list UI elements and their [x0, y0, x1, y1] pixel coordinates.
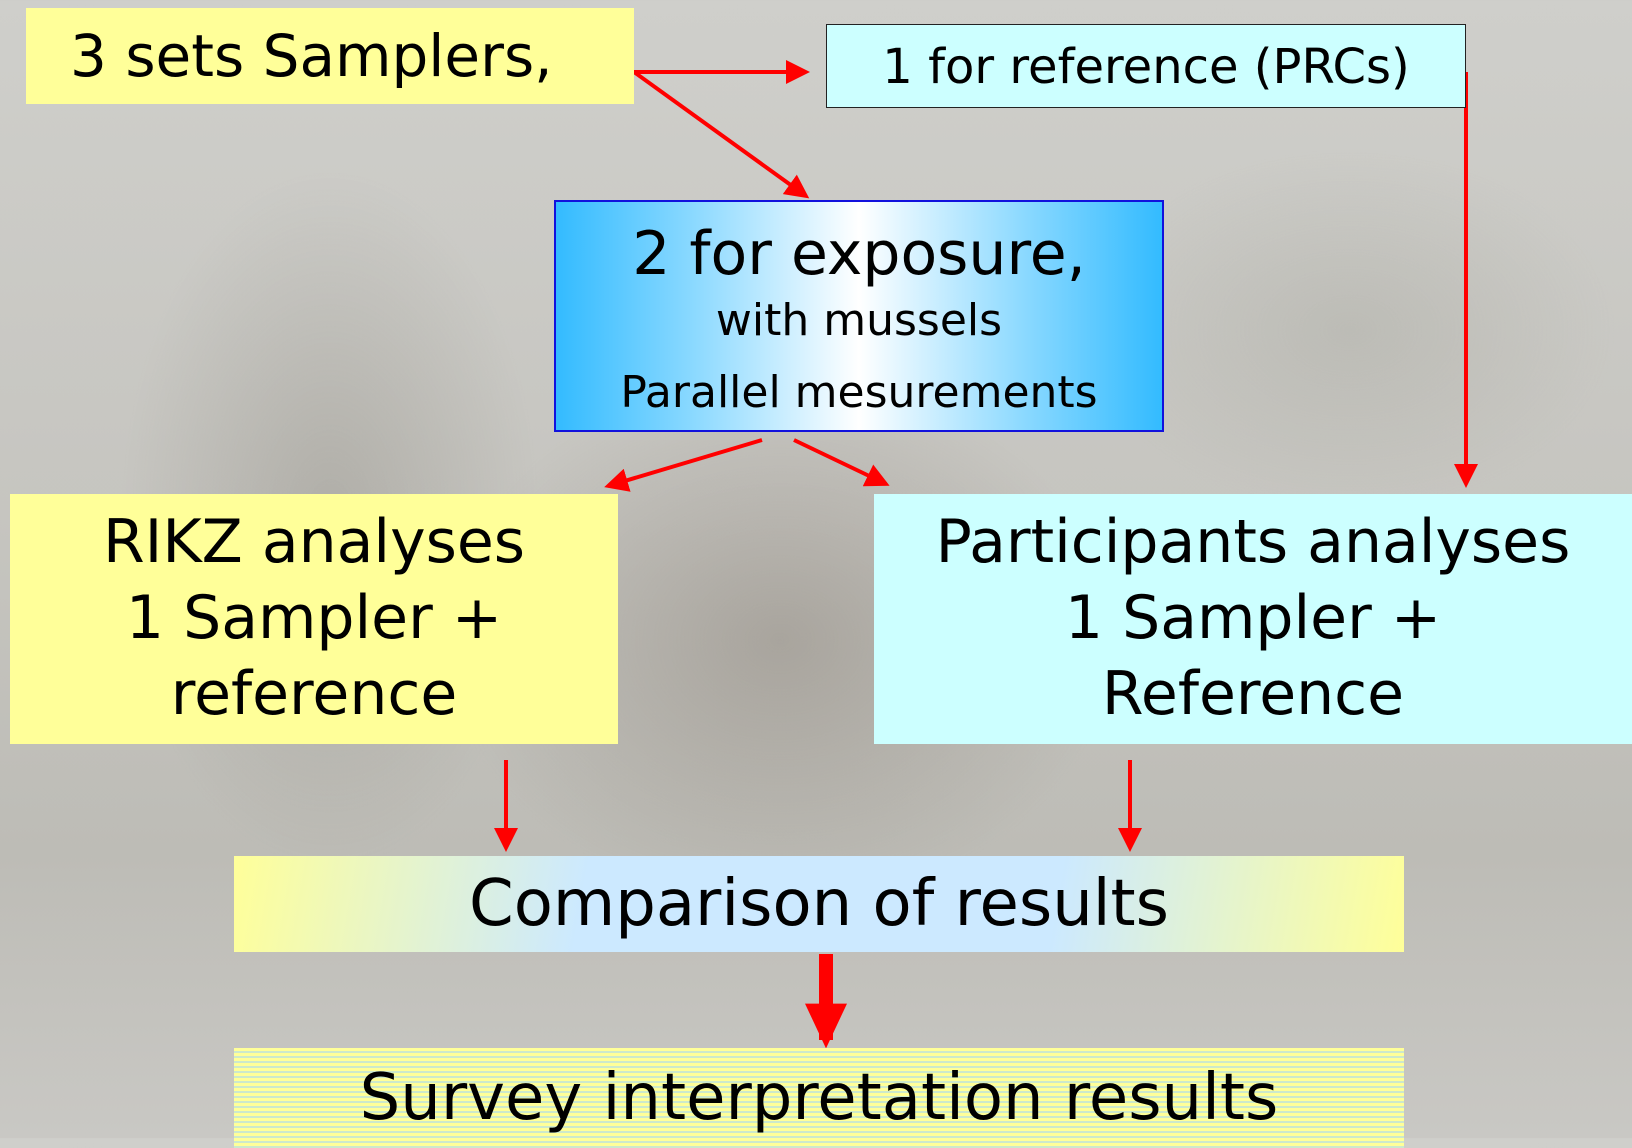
arrow-samplers-to-exposure	[632, 70, 810, 199]
participants-analyses-box: Participants analyses 1 Sampler + Refere…	[874, 494, 1632, 744]
participants-line-sampler: 1 Sampler +	[1064, 583, 1442, 653]
rikz-analyses-box: RIKZ analyses 1 Sampler + reference	[10, 494, 618, 744]
samplers-box: 3 sets Samplers,	[26, 8, 634, 104]
participants-title: Participants analyses	[935, 507, 1571, 577]
rikz-line-reference: reference	[170, 659, 458, 729]
reference-box: 1 for reference (PRCs)	[826, 24, 1466, 108]
arrow-exposure-to-participants	[793, 438, 890, 487]
exposure-note: Parallel mesurements	[620, 367, 1098, 418]
survey-box: Survey interpretation results	[234, 1048, 1404, 1148]
participants-line-reference: Reference	[1101, 659, 1405, 729]
exposure-title: 2 for exposure,	[632, 219, 1086, 289]
rikz-title: RIKZ analyses	[102, 507, 526, 577]
rikz-line-sampler: 1 Sampler +	[125, 583, 503, 653]
exposure-box: 2 for exposure, with mussels Parallel me…	[554, 200, 1164, 432]
comparison-box: Comparison of results	[234, 856, 1404, 952]
exposure-subtitle: with mussels	[715, 295, 1003, 346]
arrow-exposure-to-rikz	[604, 438, 763, 492]
